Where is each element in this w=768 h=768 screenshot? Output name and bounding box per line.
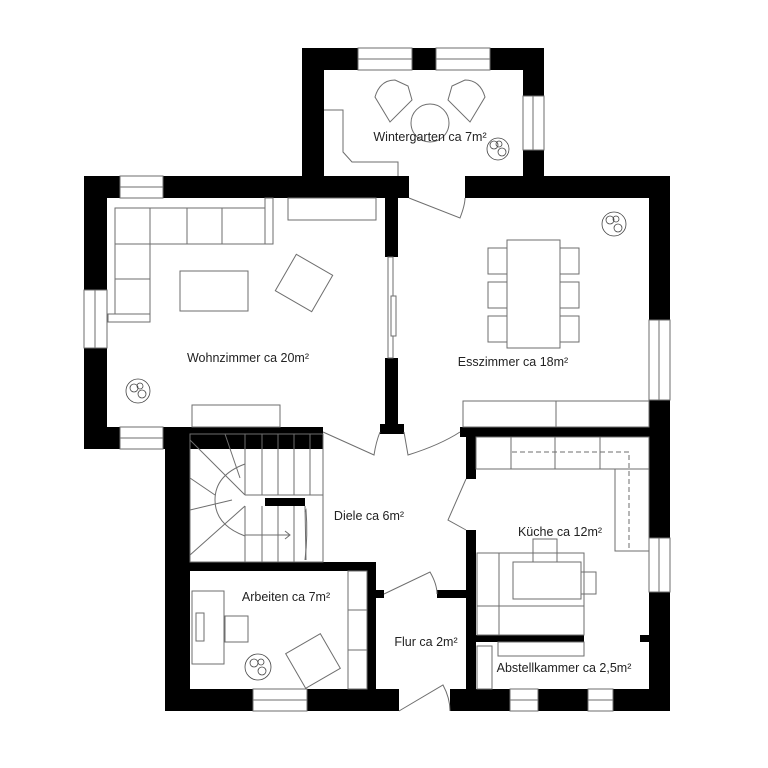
room-label-wohnzimmer: Wohnzimmer ca 20m² [186, 351, 310, 365]
plant-icon [125, 378, 151, 404]
room-label-flur: Flur ca 2m² [394, 635, 458, 649]
room-label-kueche: Küche ca 12m² [517, 525, 603, 539]
room-label-abstellkammer: Abstellkammer ca 2,5m² [496, 661, 632, 675]
walls [84, 48, 670, 711]
plant-icon [244, 653, 272, 681]
furniture [107, 79, 650, 690]
room-label-wintergarten: Wintergarten ca 7m² [373, 130, 487, 144]
plants [125, 137, 627, 681]
room-label-diele: Diele ca 6m² [333, 509, 405, 523]
plant-icon [486, 137, 510, 161]
room-label-arbeiten: Arbeiten ca 7m² [241, 590, 331, 604]
doors [304, 197, 467, 712]
windows [83, 47, 671, 712]
room-label-esszimmer: Esszimmer ca 18m² [457, 355, 569, 369]
plant-icon [601, 211, 627, 237]
